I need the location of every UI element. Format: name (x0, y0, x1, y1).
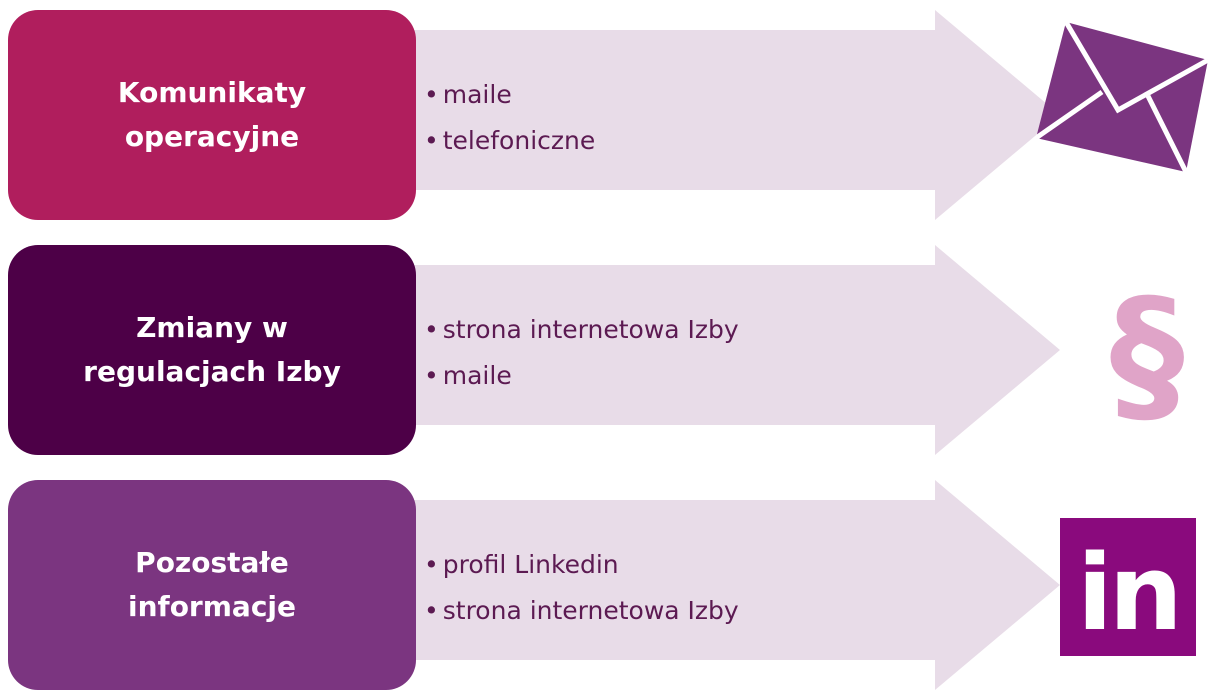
category-title-line2: regulacjach Izby (83, 355, 341, 388)
category-box: Zmiany w regulacjach Izby (8, 245, 416, 455)
category-title-line1: Pozostałe (135, 546, 289, 579)
bullet-list: profil Linkedin strona internetowa Izby (424, 542, 739, 634)
envelope-icon (1036, 22, 1208, 172)
bullet-list: strona internetowa Izby maile (424, 307, 739, 399)
bullet-item: profil Linkedin (424, 542, 739, 588)
category-box: Komunikaty operacyjne (8, 10, 416, 220)
bullet-list: maile telefoniczne (424, 72, 596, 164)
bullet-item: maile (424, 353, 739, 399)
bullet-item: strona internetowa Izby (424, 588, 739, 634)
row-zmiany: Zmiany w regulacjach Izby strona interne… (0, 245, 1213, 455)
bullet-item: telefoniczne (424, 118, 596, 164)
category-title-line2: informacje (127, 590, 296, 623)
row-komunikaty: Komunikaty operacyjne maile telefoniczne (0, 10, 1213, 220)
category-title-line1: Zmiany w (136, 311, 288, 344)
bullet-item: maile (424, 72, 595, 118)
category-title-line1: Komunikaty (117, 76, 307, 109)
linkedin-icon: in (1060, 518, 1196, 656)
row-pozostale: Pozostałe informacje profil Linkedin str… (0, 480, 1213, 690)
bullet-item: strona internetowa Izby (424, 307, 739, 353)
category-title-line2: operacyjne (124, 120, 300, 153)
arrow-shape (380, 10, 1060, 220)
category-box: Pozostałe informacje (8, 480, 416, 690)
section-sign-icon: § (1109, 268, 1185, 442)
